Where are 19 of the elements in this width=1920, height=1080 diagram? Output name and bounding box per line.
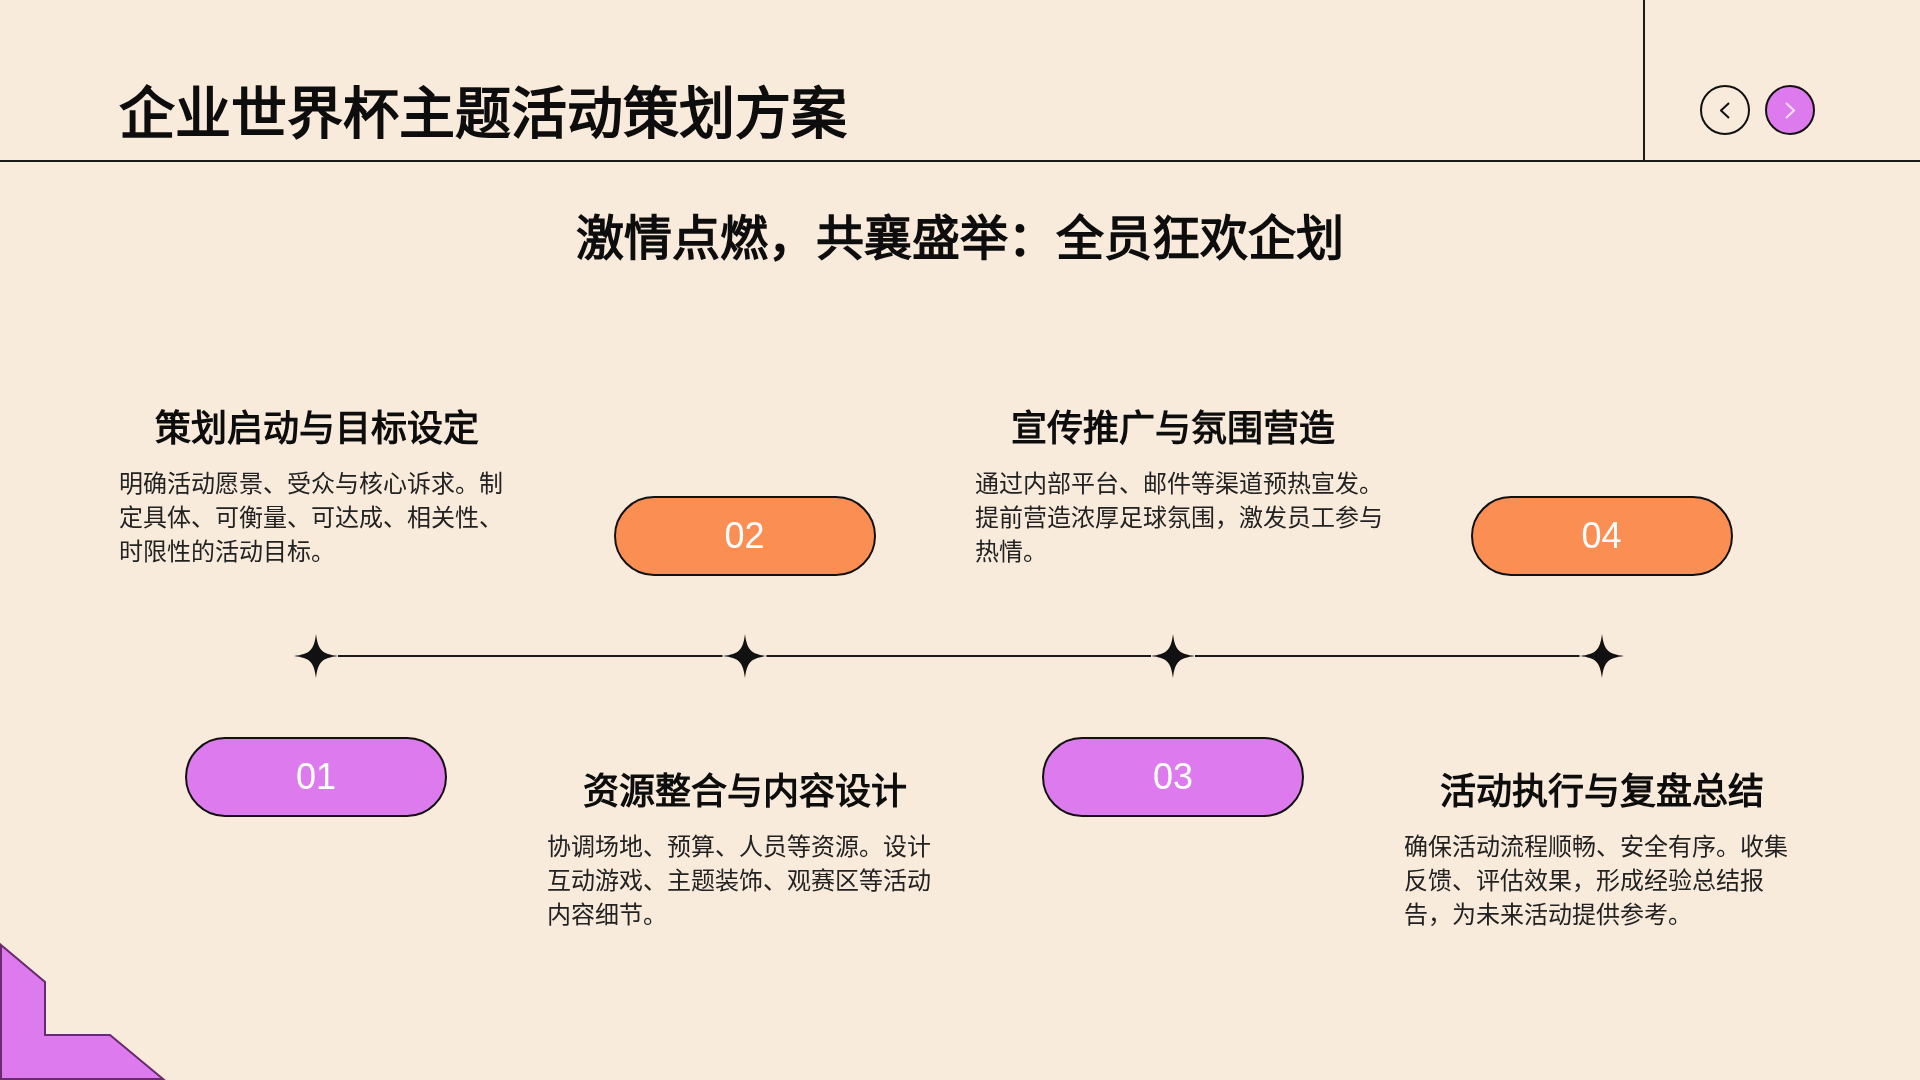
timeline-line: [1194, 655, 1581, 657]
step-description: 确保活动流程顺畅、安全有序。收集反馈、评估效果，形成经验总结报告，为未来活动提供参考。: [1403, 832, 1789, 931]
step-heading: 策划启动与目标设定: [155, 407, 479, 451]
star-marker: [294, 634, 338, 678]
step-pill: 03: [1042, 737, 1304, 817]
star-marker: [1151, 634, 1195, 678]
step-pill: 02: [613, 496, 876, 576]
step-heading: 资源整合与内容设计: [582, 770, 907, 814]
step-pill: 04: [1470, 496, 1733, 576]
page-title: 企业世界杯主题活动策划方案: [119, 80, 847, 148]
step-description: 通过内部平台、邮件等渠道预热宣发。提前营造浓厚足球氛围，激发员工参与热情。: [975, 469, 1384, 568]
step-heading: 宣传推广与氛围营造: [1011, 407, 1335, 451]
step-heading: 活动执行与复盘总结: [1439, 770, 1764, 814]
timeline-line: [337, 655, 724, 657]
step-pill: 01: [185, 737, 447, 817]
timeline-line: [765, 655, 1152, 657]
subtitle: 激情点燃，共襄盛举：全员狂欢企划: [576, 210, 1344, 268]
step-description: 协调场地、预算、人员等资源。设计互动游戏、主题装饰、观赛区等活动内容细节。: [546, 832, 932, 931]
step-description: 明确活动愿景、受众与核心诉求。制定具体、可衡量、可达成、相关性、时限性的活动目标。: [119, 469, 504, 568]
